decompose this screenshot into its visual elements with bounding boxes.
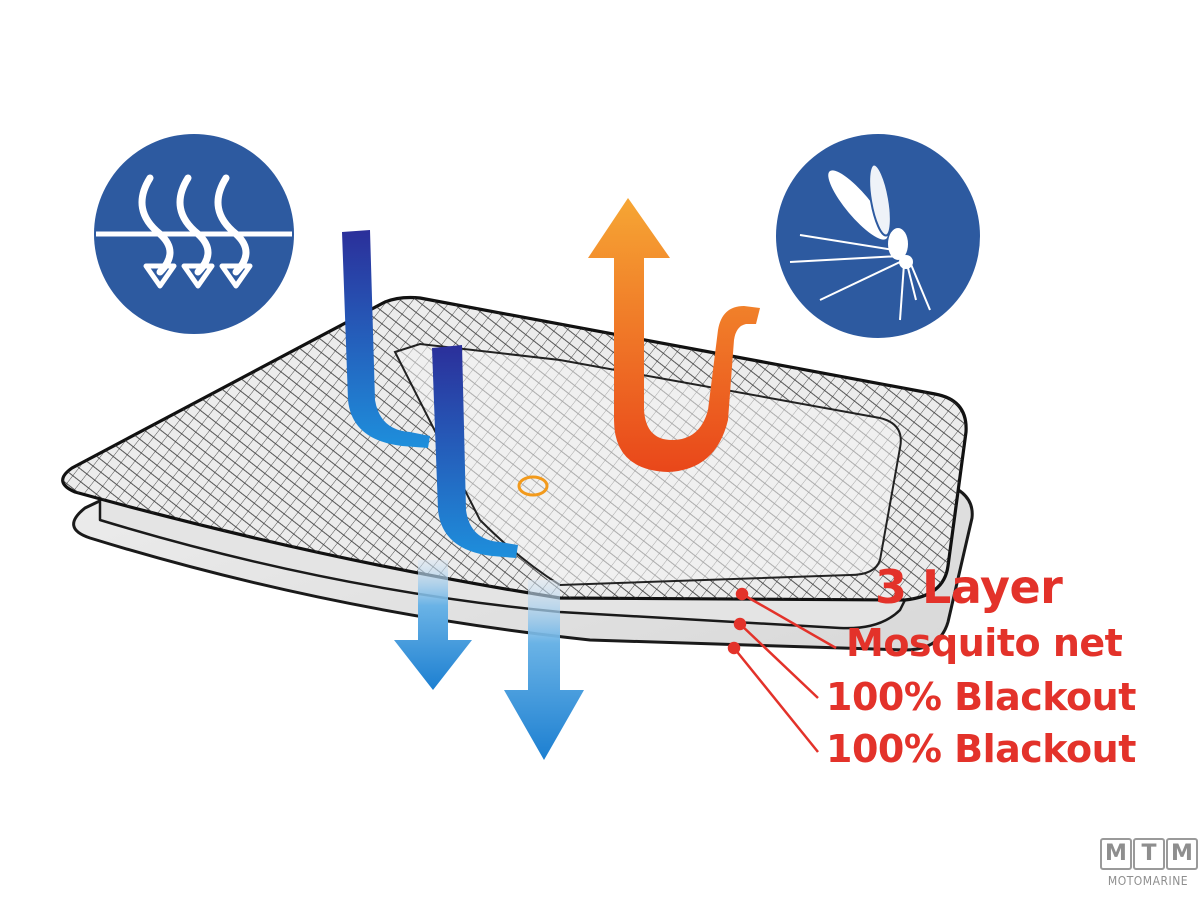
logo-letter: T [1133,838,1165,870]
layer-label-blackout-1: 100% Blackout [826,675,1136,719]
mosquito-icon [776,134,980,338]
motomarine-logo: M T M MOTOMARINE [1098,838,1198,896]
logo-name: MOTOMARINE [1107,874,1189,888]
air-flow-icon [94,134,294,334]
layer-label-mosquito-net: Mosquito net [846,621,1123,665]
orange-ring [517,475,549,497]
cool-air-down-arrow-left [394,560,472,690]
warm-air-arrow [588,198,760,472]
cool-air-down-arrow-right [504,580,584,760]
cool-air-arrow-left [342,230,430,448]
diagram-title: 3 Layer [875,560,1063,614]
cool-air-arrow-middle [432,345,518,558]
leader-lines [727,587,837,753]
logo-letter: M [1100,838,1132,870]
layer-label-blackout-2: 100% Blackout [826,727,1136,771]
logo-letter: M [1166,838,1198,870]
